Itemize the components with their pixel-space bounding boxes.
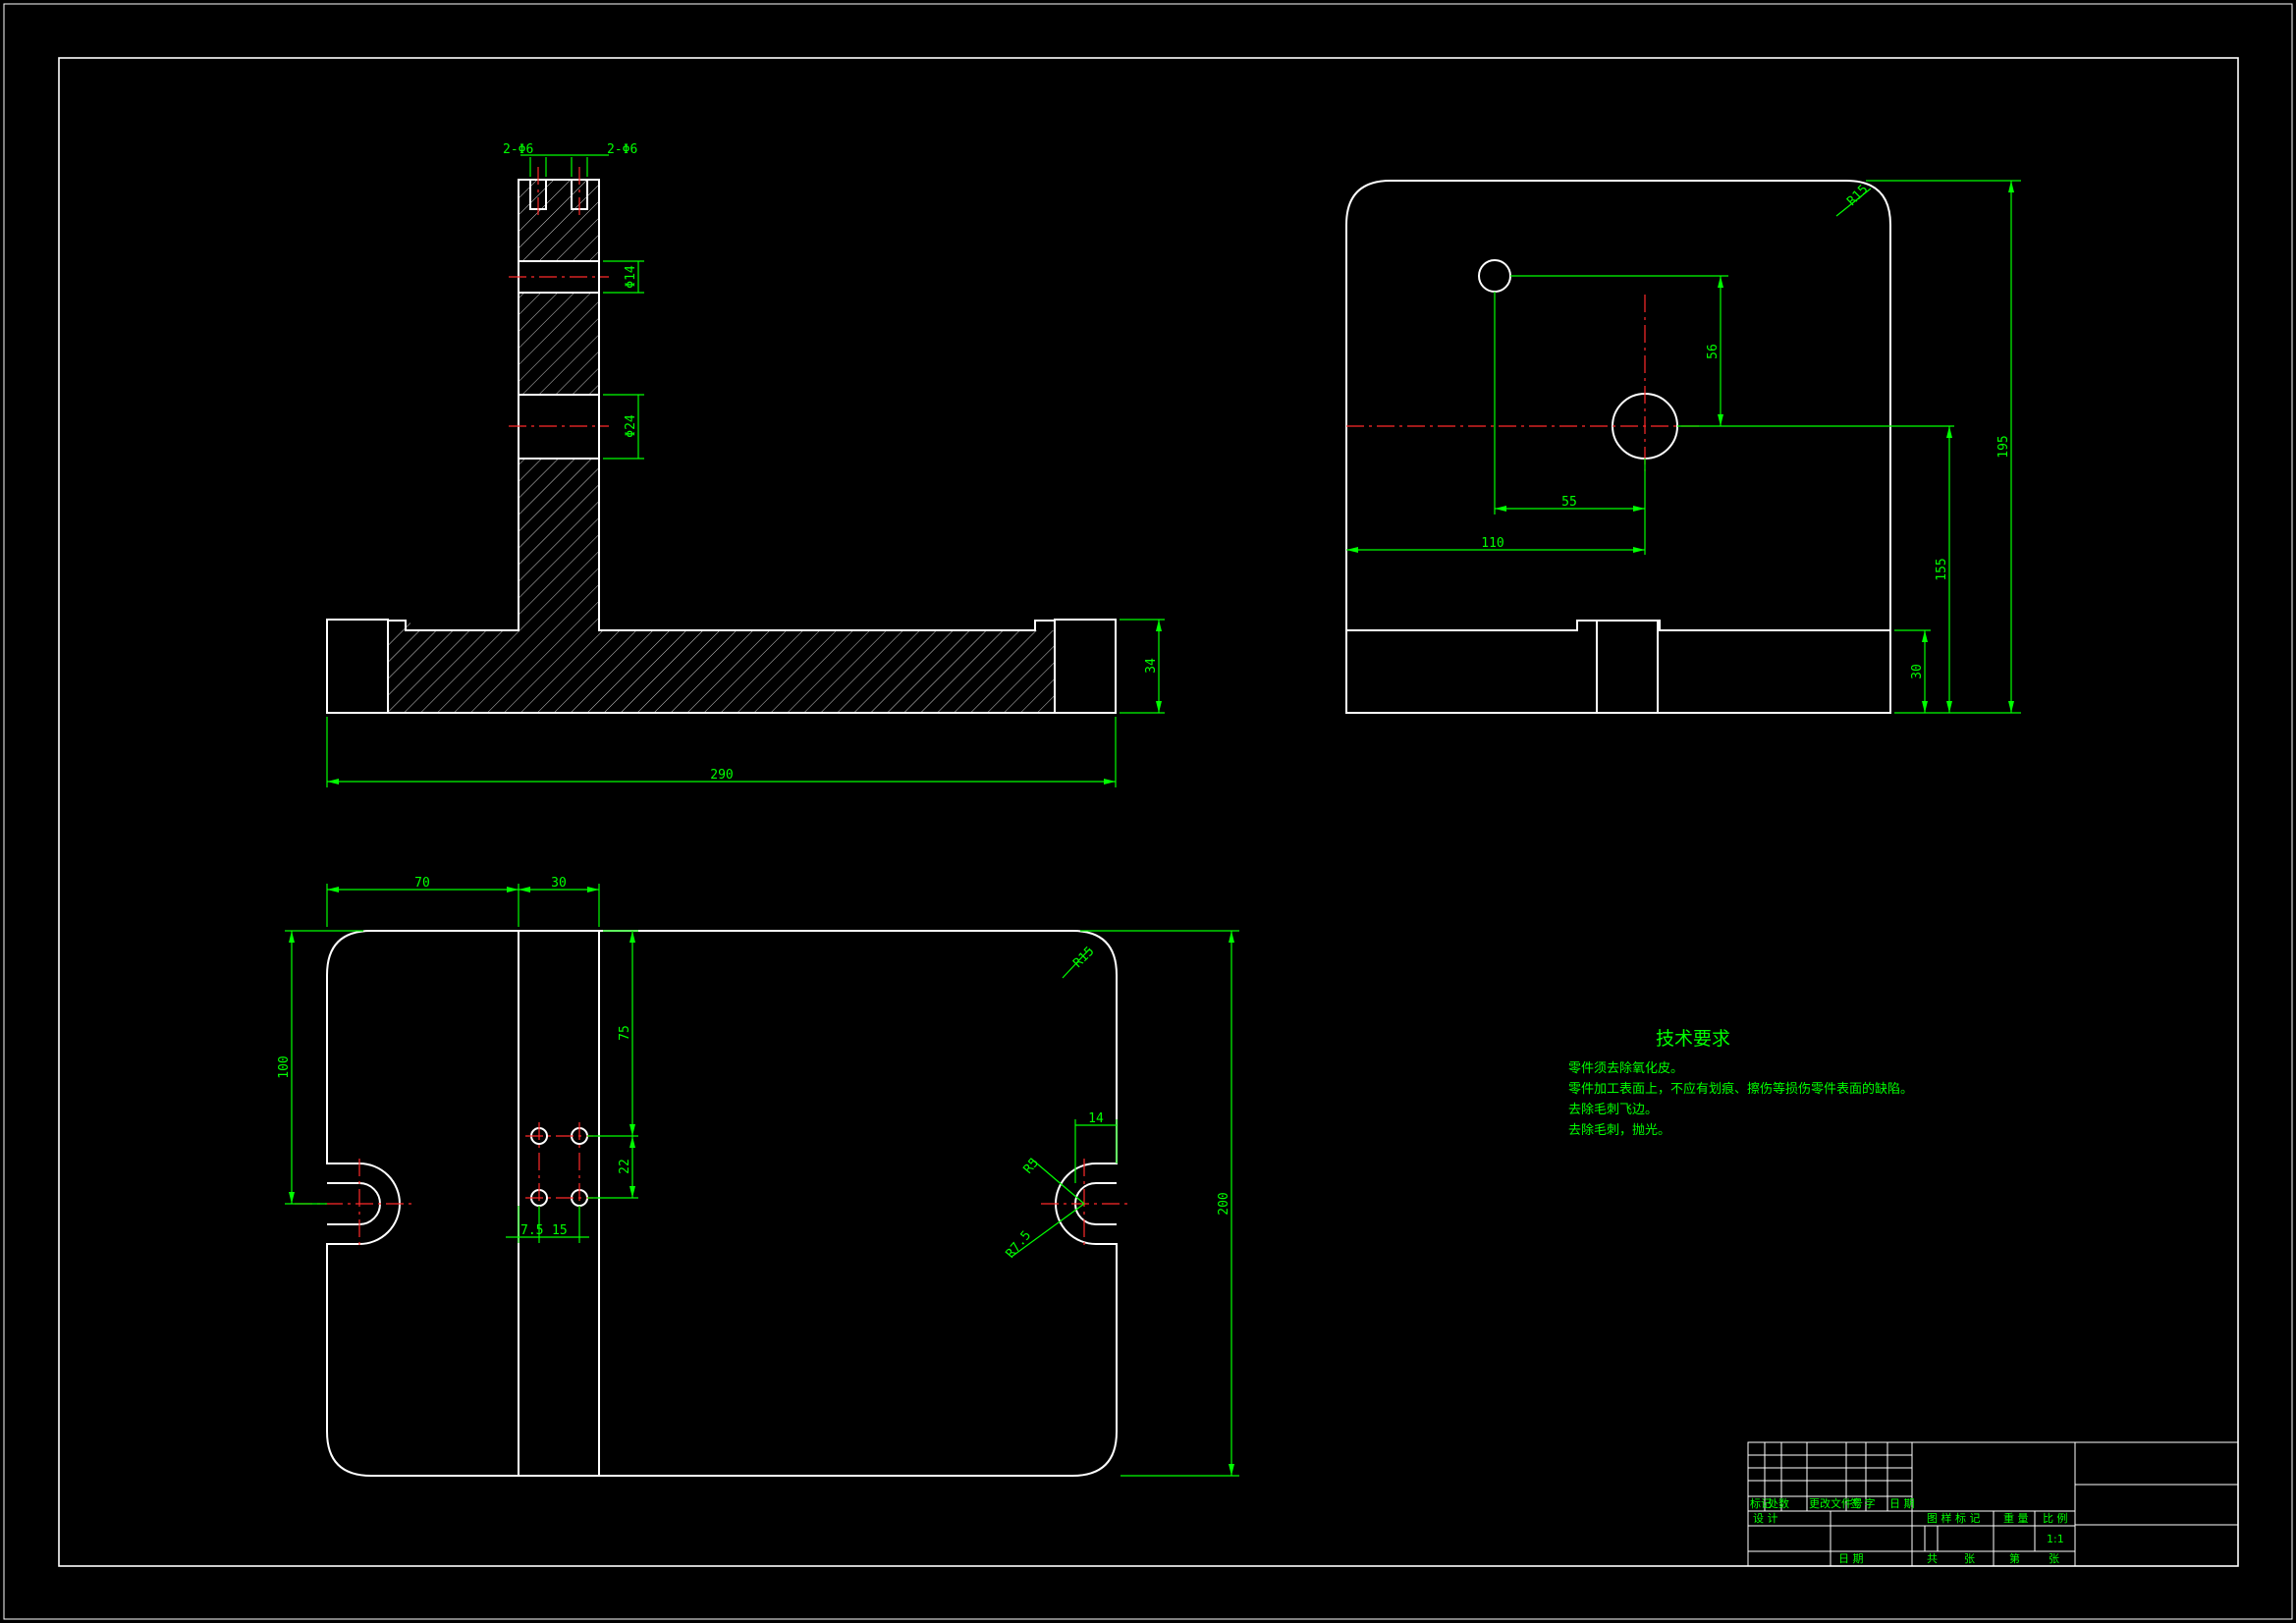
tb-sign: 签 字	[1850, 1496, 1876, 1510]
tb-zone: 更改文件号	[1809, 1496, 1863, 1510]
dim-plan-r15: R15	[1070, 945, 1097, 971]
tb-weight: 重 量	[2003, 1511, 2029, 1525]
dim-plan-200: 200	[1217, 1192, 1231, 1215]
note-line-2: 零件加工表面上，不应有划痕、擦伤等损伤零件表面的缺陷。	[1568, 1081, 1913, 1097]
dim-plan-14: 14	[1088, 1111, 1104, 1126]
dim-hole-lower: Φ24	[624, 414, 638, 438]
technical-requirements: 技术要求 零件须去除氧化皮。 零件加工表面上，不应有划痕、擦伤等损伤零件表面的缺…	[1568, 1028, 1913, 1138]
dim-plan-70: 70	[414, 876, 430, 891]
dim-top-slot-left: 2-Φ6	[503, 142, 533, 157]
dim-plan-30: 30	[551, 876, 567, 891]
dim-plan-75: 75	[618, 1025, 632, 1041]
note-line-3: 去除毛刺飞边。	[1568, 1103, 1658, 1117]
dim-side-56: 56	[1706, 344, 1721, 359]
dim-plan-r5: R5	[1021, 1156, 1043, 1177]
dim-side-radius: R15	[1844, 183, 1871, 209]
tb-page: 第	[2009, 1551, 2020, 1565]
dim-plan-100: 100	[277, 1055, 292, 1078]
note-line-4: 去除毛刺，抛光。	[1568, 1123, 1670, 1138]
dim-side-195: 195	[1996, 435, 2011, 458]
note-line-1: 零件须去除氧化皮。	[1568, 1061, 1683, 1076]
dim-side-110: 110	[1481, 536, 1503, 551]
dim-side-30: 30	[1910, 664, 1925, 679]
tb-mark: 标记	[1750, 1496, 1772, 1510]
tb-stage: 图 样 标 记	[1927, 1511, 1981, 1525]
tb-page2: 张	[2049, 1552, 2059, 1565]
dim-hole-upper: Φ14	[624, 265, 638, 289]
title-block: 标记 处数 更改文件号 签 字 日 期 设 计 日 期 图 样 标 记 重 量 …	[1747, 1441, 2239, 1567]
outer-border	[3, 3, 2293, 1620]
dim-top-slot-right: 2-Φ6	[607, 142, 637, 157]
dim-plan-r7-5: R7.5	[1004, 1228, 1035, 1262]
dim-side-55: 55	[1561, 495, 1577, 510]
dim-side-155: 155	[1935, 558, 1949, 580]
dim-plan-22: 22	[618, 1159, 632, 1174]
plan-view: 70 30 100 75 22 7.5 15 200	[277, 876, 1239, 1477]
tb-scale: 1:1	[2047, 1533, 2064, 1545]
front-section-view: 290 34 Φ14 Φ24 2-Φ6 2-Φ6	[326, 142, 1165, 787]
tb-design: 设 计	[1753, 1512, 1778, 1525]
inner-border	[58, 57, 2239, 1567]
tb-date-h: 日 期	[1889, 1497, 1915, 1510]
dim-front-width: 290	[710, 768, 733, 783]
dim-front-base-height: 34	[1144, 658, 1159, 674]
notes-title: 技术要求	[1656, 1028, 1730, 1050]
tb-sheet2: 张	[1964, 1552, 1975, 1565]
tb-date: 日 期	[1838, 1552, 1864, 1565]
tb-count: 处数	[1768, 1497, 1789, 1510]
tb-sheet: 共	[1927, 1552, 1938, 1565]
dim-plan-7-5: 7.5	[520, 1223, 543, 1238]
side-view: 56 55 110 155 195 30 R15	[1345, 180, 2021, 714]
dim-plan-15: 15	[552, 1223, 568, 1238]
tb-scale-label: 比 例	[2043, 1511, 2068, 1525]
